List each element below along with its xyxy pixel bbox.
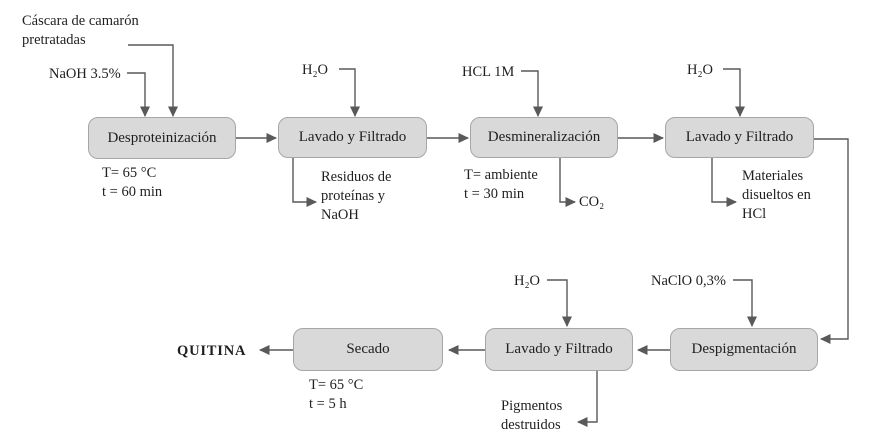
label-naoh-input: NaOH 3.5%: [49, 66, 121, 82]
connector-h2o1-arrow: [339, 68, 360, 117]
process-box-label: Desproteinización: [107, 129, 217, 146]
process-box-label: Secado: [346, 341, 390, 357]
connector-hcl-arrow: [521, 70, 543, 117]
label-feed-input: Cáscara de camarón pretratadas: [22, 13, 139, 48]
label-waste-materiales: Materiales disueltos en HCl: [742, 168, 811, 222]
connector-h2o2-arrow: [723, 68, 745, 117]
label-conditions-secado: T= 65 °C t = 5 h: [309, 377, 364, 412]
connector-waste-co2: [559, 158, 576, 207]
process-box-despigmentacion: Despigmentación: [670, 328, 818, 371]
process-box-label: Lavado y Filtrado: [685, 129, 794, 145]
label-conditions-desmineralizacion: T= ambiente t = 30 min: [464, 167, 538, 202]
connector-waste-residuos: [292, 158, 317, 207]
process-box-lavado-filtrado-2: Lavado y Filtrado: [665, 117, 814, 158]
label-h2o-input-1: H₂O: [302, 62, 328, 78]
process-box-label: Lavado y Filtrado: [505, 341, 613, 357]
process-box-desmineralizacion: Desmineralización: [470, 117, 618, 158]
label-naclo-input: NaClO 0,3%: [651, 273, 726, 289]
label-h2o-input-2: H₂O: [687, 62, 713, 78]
process-box-label: Desmineralización: [487, 129, 601, 145]
connector-naoh-arrow: [127, 72, 150, 117]
process-box-lavado-filtrado-1: Lavado y Filtrado: [278, 117, 427, 158]
connector-h2o3-arrow: [547, 279, 572, 327]
label-hcl-input: HCL 1M: [462, 64, 515, 80]
label-waste-pigmentos: Pigmentos destruidos: [501, 398, 563, 433]
connector-naclo-arrow: [733, 279, 757, 327]
process-box-secado: Secado: [293, 328, 443, 371]
label-h2o-input-3: H₂O: [514, 273, 540, 289]
process-box-label: Despigmentación: [691, 341, 797, 357]
process-box-lavado-filtrado-3: Lavado y Filtrado: [485, 328, 633, 371]
connector-feed-arrow: [128, 44, 178, 117]
connector-waste-pigmentos: [577, 371, 598, 427]
label-waste-co2: CO₂: [579, 194, 605, 210]
connector-waste-materiales: [711, 158, 737, 207]
label-conditions-desproteinizacion: T= 65 °C t = 60 min: [102, 165, 163, 200]
process-box-desproteinizacion: Desproteinización: [88, 117, 236, 159]
label-final-product-quitina: QUITINA: [177, 343, 247, 359]
connector-step4-to-step5-wrap: [814, 138, 849, 344]
label-waste-residuos: Residuos de proteínas y NaOH: [321, 169, 392, 223]
process-box-label: Lavado y Filtrado: [298, 129, 407, 145]
